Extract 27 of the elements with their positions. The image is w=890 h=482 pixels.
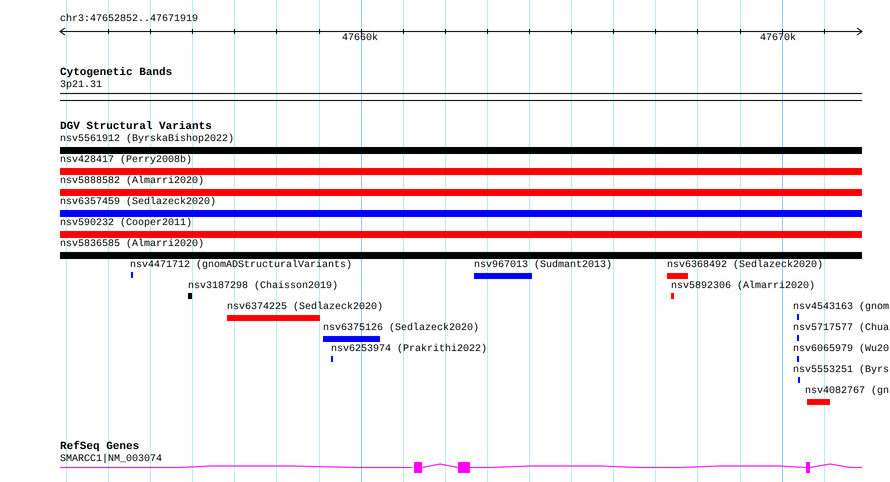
- feature-label: nsv6374225 (Sedlazeck2020): [227, 302, 384, 314]
- feature-label: nsv590232 (Cooper2011): [60, 218, 192, 230]
- feature-label: nsv5836585 (Almarri2020): [60, 239, 204, 251]
- feature-label: nsv6357459 (Sedlazeck2020): [60, 197, 216, 209]
- feature-label: nsv5553251 (Byrs: [793, 365, 890, 377]
- feature-label: nsv5888582 (Almarri2020): [60, 176, 204, 188]
- feature-label: nsv4082767 (gn: [805, 386, 890, 398]
- tick-label: 47660k: [342, 33, 378, 45]
- feature-label: nsv6065979 (Wu20: [793, 344, 890, 356]
- feature-label: nsv6253974 (Prakrithi2022): [331, 344, 488, 356]
- track-title: RefSeq Genes: [60, 441, 140, 453]
- tick-label: 47670k: [760, 33, 796, 45]
- track-title: DGV Structural Variants: [60, 121, 212, 133]
- band-label: 3p21.31: [60, 80, 102, 92]
- feature-label: nsv6368492 (Sedlazeck2020): [667, 260, 824, 272]
- location-label: chr3:47652852..47671919: [60, 14, 198, 26]
- gene-label: SMARCC1|NM_003074: [60, 454, 162, 466]
- track-title: Cytogenetic Bands: [60, 67, 172, 79]
- feature-label: nsv428417 (Perry2008b): [60, 155, 192, 167]
- feature-label: nsv5717577 (Chua: [793, 323, 890, 335]
- feature-label: nsv4543163 (gnom: [793, 302, 890, 314]
- feature-label: nsv5561912 (ByrskaBishop2022): [60, 134, 234, 146]
- feature-label: nsv5892306 (Almarri2020): [671, 281, 816, 293]
- feature-label: nsv3187298 (Chaisson2019): [188, 281, 338, 293]
- feature-label: nsv967013 (Sudmant2013): [474, 260, 612, 272]
- feature-label: nsv4471712 (gnomADStructuralVariants): [130, 260, 352, 272]
- feature-label: nsv6375126 (Sedlazeck2020): [323, 323, 480, 335]
